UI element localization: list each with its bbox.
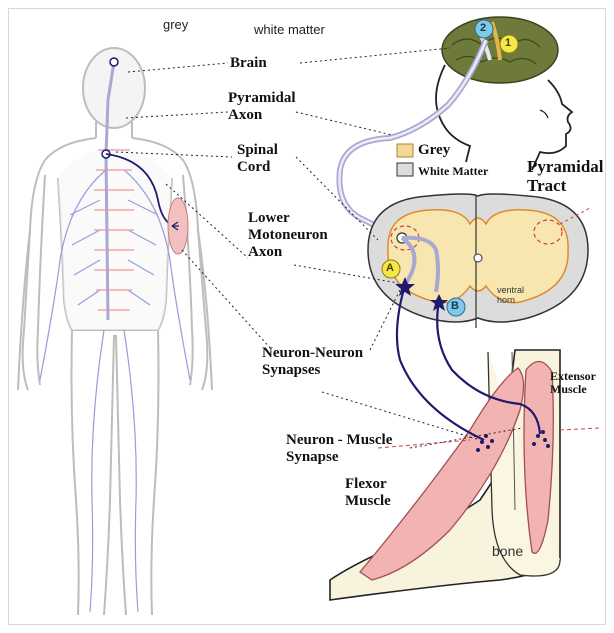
legend-white-swatch [397, 163, 413, 176]
brain-illustration [442, 17, 558, 83]
header-grey: grey [163, 17, 188, 32]
label-bone: bone [492, 543, 523, 559]
extensor-red-dashes [560, 428, 600, 430]
spinal-cord-section [368, 194, 590, 328]
legend-grey-swatch [397, 144, 413, 157]
brain-neuron-dot [110, 58, 118, 66]
label-brain: Brain [230, 55, 267, 72]
header-white-matter: white matter [254, 22, 325, 37]
brain-marker-1-label: 1 [505, 37, 511, 49]
brain-marker-2-label: 2 [480, 22, 486, 34]
body-figure [18, 48, 212, 615]
body-fill [58, 148, 172, 330]
legend-grey-label: Grey [418, 142, 450, 159]
marker-a-label: A [386, 262, 394, 274]
legend-white-matter-label: White Matter [418, 164, 488, 179]
marker-b-label: B [451, 300, 459, 312]
